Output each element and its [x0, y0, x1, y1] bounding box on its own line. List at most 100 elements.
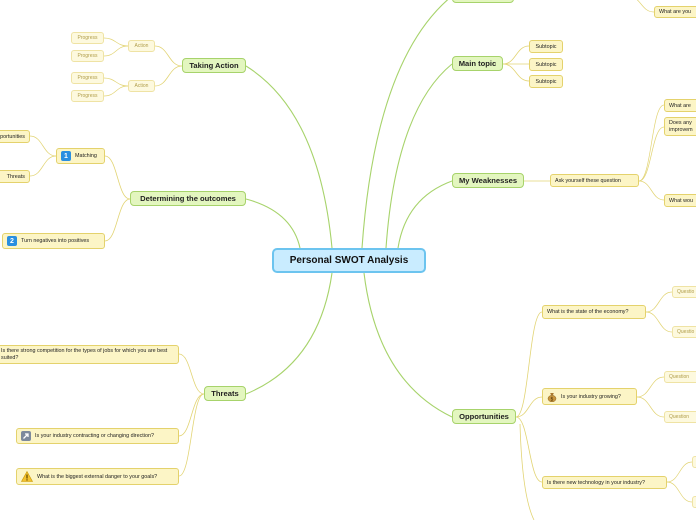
connector-line — [154, 45, 183, 67]
matching-label: Matching — [75, 153, 97, 159]
connector-line — [636, 0, 655, 13]
economy-node[interactable]: What is the state of the economy? — [542, 305, 646, 319]
topic-main-topic[interactable]: Main topic — [452, 56, 503, 71]
connector-line — [645, 311, 673, 333]
connector-line — [245, 198, 301, 249]
progress-label: Progress — [77, 53, 98, 59]
connector-line — [103, 77, 129, 87]
progress-node[interactable]: Progress — [71, 32, 104, 44]
topic-top-clipped[interactable] — [452, 0, 514, 3]
progress-node[interactable]: Progress — [71, 90, 104, 102]
turn-negatives-label: Turn negatives into positives — [21, 238, 90, 244]
economy-question-node[interactable]: Questio — [672, 286, 696, 298]
industry-growing-node[interactable]: $ Is your industry growing? — [542, 388, 637, 405]
topic-label: Threats — [211, 389, 239, 398]
connector-line — [103, 37, 129, 47]
connector-line — [104, 155, 131, 200]
connector-line — [29, 135, 57, 157]
top-question-node[interactable]: What are you — [654, 6, 696, 18]
weakness-question-node[interactable]: Does any improvem — [664, 117, 696, 136]
progress-label: Progress — [77, 35, 98, 41]
connector-line — [245, 272, 333, 395]
action-label: Action — [134, 43, 149, 49]
threat-competition-node[interactable]: Is there strong competition for the type… — [0, 345, 179, 364]
topic-label: My Weaknesses — [458, 176, 518, 185]
connector-line — [666, 481, 693, 503]
industry-question-node[interactable]: Question — [664, 371, 696, 383]
subtopic-node[interactable]: Subtopic — [529, 40, 563, 53]
weakness-question-label: What wou — [669, 197, 693, 204]
weakness-question-label: Does any improvem — [669, 120, 693, 133]
subtopic-node[interactable]: Subtopic — [529, 75, 563, 88]
connector-line — [154, 65, 183, 87]
progress-node[interactable]: Progress — [71, 50, 104, 62]
ask-questions-node[interactable]: Ask yourself these question — [550, 174, 639, 187]
threat-item-label: Is your industry contracting or changing… — [35, 433, 154, 439]
industry-question-node[interactable]: Question — [664, 411, 696, 423]
economy-question-node[interactable]: Questio — [672, 326, 696, 338]
connector-line — [519, 423, 535, 520]
connector-line — [363, 272, 453, 418]
connector-line — [104, 198, 131, 242]
money-bag-icon: $ — [547, 392, 557, 402]
svg-text:$: $ — [550, 396, 553, 401]
opportunities-match-node[interactable]: portunities — [0, 130, 30, 143]
weakness-question-label: What are — [669, 102, 691, 109]
topic-determining-outcomes[interactable]: Determining the outcomes — [130, 191, 246, 206]
topic-opportunities[interactable]: Opportunities — [452, 409, 516, 424]
topic-label: Main topic — [458, 59, 497, 68]
connector-line — [645, 291, 673, 313]
connector-line — [636, 396, 665, 418]
threats-match-node[interactable]: Threats — [0, 170, 30, 183]
progress-label: Progress — [77, 93, 98, 99]
connector-line — [178, 393, 205, 477]
progress-node[interactable]: Progress — [71, 72, 104, 84]
technology-question-node[interactable] — [692, 456, 696, 468]
question-label: Questio — [677, 289, 695, 295]
warning-icon — [21, 471, 33, 482]
subtopic-node[interactable]: Subtopic — [529, 58, 563, 71]
number-2-badge-icon: 2 — [7, 236, 17, 246]
subtopic-label: Subtopic — [535, 61, 557, 68]
connector-line — [103, 85, 129, 97]
threat-danger-node[interactable]: What is the biggest external danger to y… — [16, 468, 179, 485]
connector-line — [502, 45, 530, 65]
matching-node[interactable]: 1 Matching — [56, 148, 105, 164]
question-label: Question — [669, 374, 690, 380]
central-topic[interactable]: Personal SWOT Analysis — [272, 248, 426, 273]
connector-line — [245, 65, 333, 249]
topic-my-weaknesses[interactable]: My Weaknesses — [452, 173, 524, 188]
weakness-question-node[interactable]: What are — [664, 99, 696, 112]
topic-label: Taking Action — [189, 61, 239, 70]
economy-label: What is the state of the economy? — [547, 309, 629, 315]
match-item-label: Threats — [6, 173, 25, 180]
connector-line — [502, 63, 530, 82]
turn-negatives-node[interactable]: 2 Turn negatives into positives — [2, 233, 105, 249]
weakness-question-node[interactable]: What wou — [664, 194, 696, 207]
technology-question-node[interactable] — [692, 496, 696, 508]
action-node[interactable]: Action — [128, 80, 155, 92]
connector-line — [638, 126, 665, 182]
top-question-label: What are you — [659, 9, 692, 15]
topic-taking-action[interactable]: Taking Action — [182, 58, 246, 73]
connector-line — [29, 155, 57, 177]
question-label: Questio — [677, 329, 695, 335]
threat-industry-node[interactable]: Is your industry contracting or changing… — [16, 428, 179, 444]
action-node[interactable]: Action — [128, 40, 155, 52]
connector-line — [178, 353, 205, 395]
arrow-up-right-icon — [21, 431, 31, 441]
action-label: Action — [134, 83, 149, 89]
connector-line — [666, 461, 693, 483]
connector-line — [397, 180, 453, 249]
topic-threats[interactable]: Threats — [204, 386, 246, 401]
subtopic-label: Subtopic — [535, 43, 557, 50]
connector-line — [638, 104, 665, 182]
new-technology-label: Is there new technology in your industry… — [547, 479, 645, 486]
question-label: Question — [669, 414, 690, 420]
connector-line — [178, 393, 205, 437]
match-item-label: portunities — [0, 133, 25, 140]
new-technology-node[interactable]: Is there new technology in your industry… — [542, 476, 667, 489]
progress-label: Progress — [77, 75, 98, 81]
central-topic-label: Personal SWOT Analysis — [289, 255, 409, 266]
